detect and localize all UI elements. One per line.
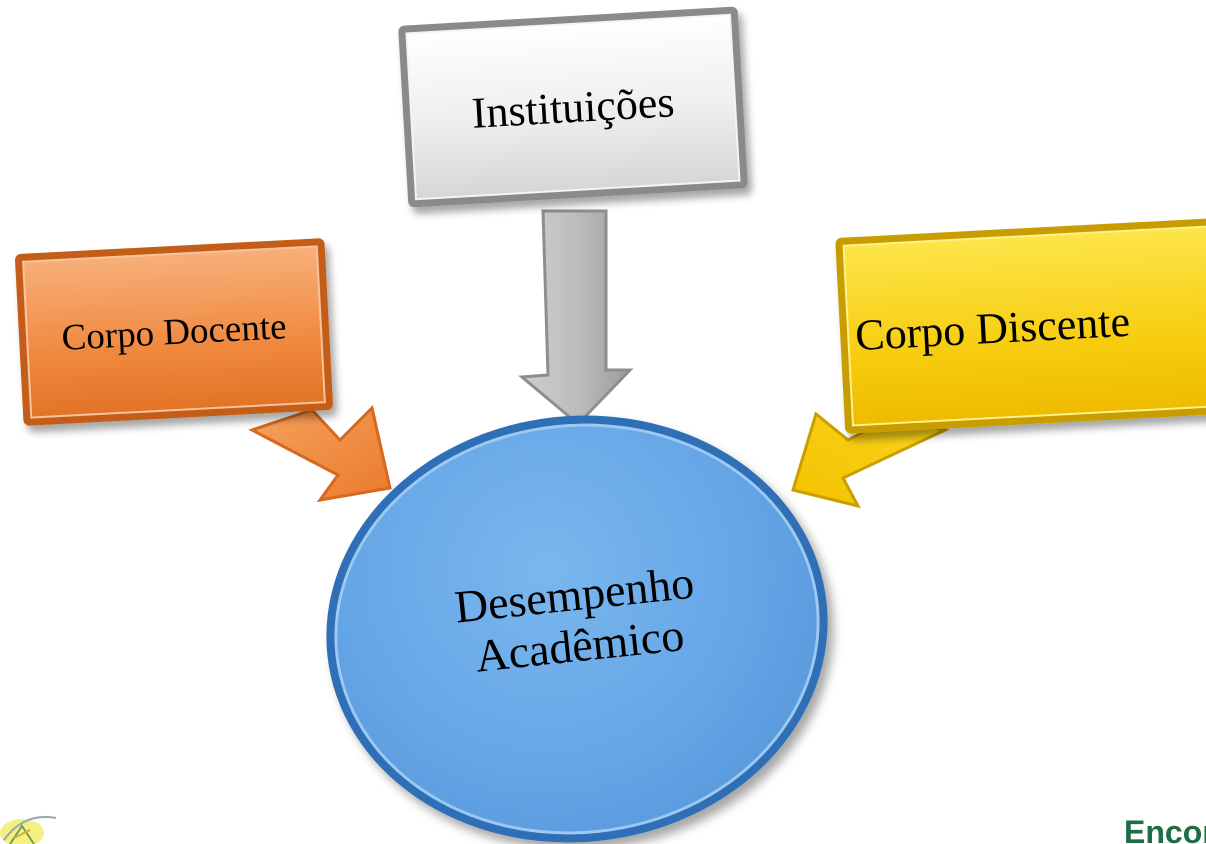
- arrow-instituicoes-to-desempenho: [518, 209, 634, 427]
- logo-mark-icon: [0, 816, 57, 844]
- footer-brand-text: Encont: [1124, 814, 1206, 844]
- arrow-docente-to-desempenho: [248, 405, 392, 503]
